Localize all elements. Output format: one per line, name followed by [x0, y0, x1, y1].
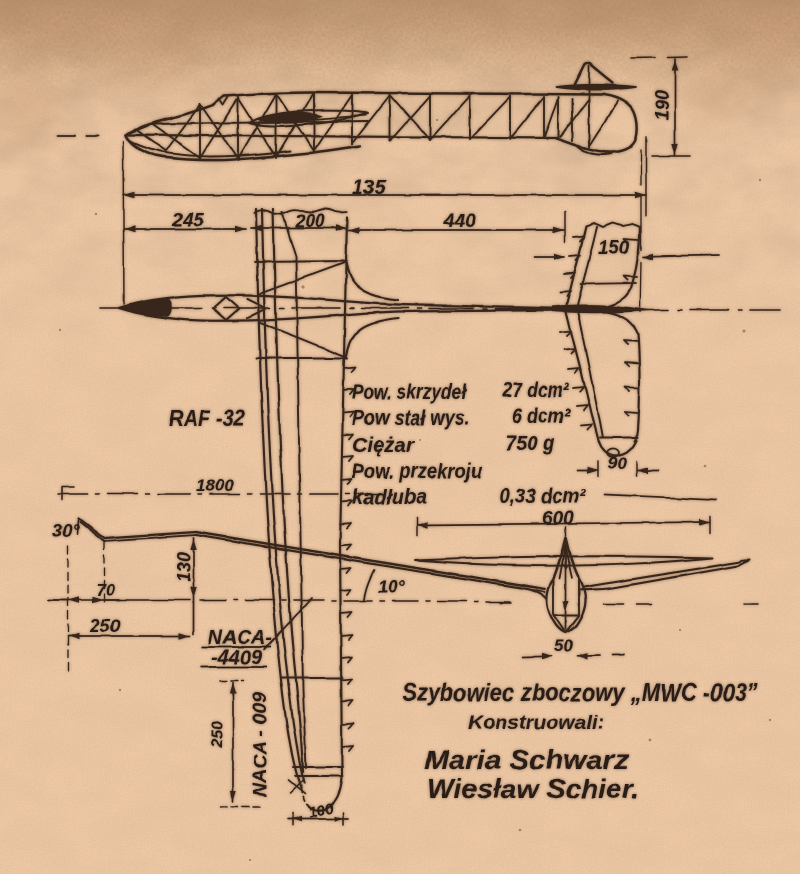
svg-text:27 dcm²: 27 dcm²	[502, 379, 570, 402]
svg-text:1800: 1800	[196, 476, 234, 495]
svg-text:Ciężar: Ciężar	[352, 434, 416, 457]
svg-text:750 g: 750 g	[505, 432, 555, 455]
svg-text:Wiesław Schier.: Wiesław Schier.	[427, 774, 639, 804]
svg-text:6 dcm²: 6 dcm²	[512, 405, 571, 428]
svg-text:NACA - 009: NACA - 009	[250, 692, 270, 797]
svg-text:245: 245	[171, 210, 204, 231]
svg-text:Maria Schwarz: Maria Schwarz	[424, 745, 630, 775]
svg-text:NACA-: NACA-	[208, 627, 273, 649]
svg-text:70: 70	[96, 581, 115, 600]
svg-text:Pow stał wys.: Pow stał wys.	[352, 407, 470, 430]
svg-text:250: 250	[89, 616, 120, 636]
svg-text:150: 150	[598, 238, 630, 259]
svg-text:90: 90	[608, 454, 627, 473]
svg-text:Konstruowali:: Konstruowali:	[468, 713, 604, 734]
svg-text:30°: 30°	[52, 521, 80, 541]
svg-text:Szybowiec zboczowy „MWC -003”: Szybowiec zboczowy „MWC -003”	[402, 679, 758, 707]
svg-text:-4409: -4409	[211, 647, 263, 669]
svg-text:Pow. przekroju: Pow. przekroju	[352, 460, 482, 483]
svg-text:440: 440	[443, 211, 476, 232]
svg-text:100: 100	[307, 800, 336, 822]
svg-text:135: 135	[352, 177, 386, 199]
svg-text:130: 130	[174, 552, 194, 582]
svg-text:600: 600	[542, 508, 574, 529]
svg-text:10°: 10°	[378, 577, 406, 597]
svg-text:50: 50	[554, 636, 573, 655]
svg-text:kadłuba: kadłuba	[352, 486, 427, 509]
svg-text:200: 200	[294, 211, 325, 231]
svg-text:Pow. skrzydeł: Pow. skrzydeł	[352, 381, 467, 404]
svg-text:190: 190	[652, 90, 672, 120]
svg-text:RAF -32: RAF -32	[169, 405, 245, 431]
svg-text:0,33 dcm²: 0,33 dcm²	[500, 485, 586, 508]
svg-text:250: 250	[209, 721, 226, 749]
